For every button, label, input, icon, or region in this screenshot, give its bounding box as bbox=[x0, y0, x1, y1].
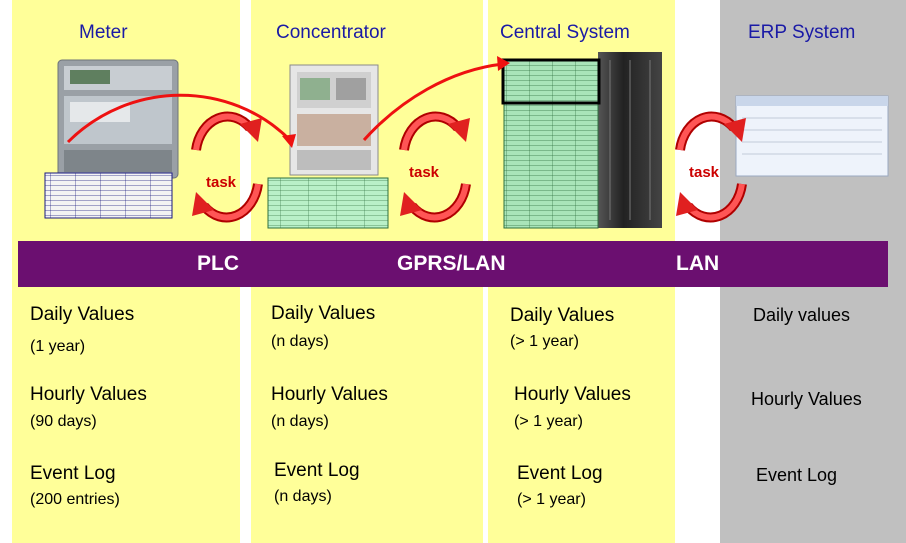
task-label-3: task bbox=[689, 164, 720, 181]
meter-hourly-retention: (90 days) bbox=[30, 413, 97, 430]
meter-daily-retention: (1 year) bbox=[30, 338, 86, 355]
network-bar bbox=[18, 241, 888, 287]
concentrator-data-table bbox=[267, 177, 389, 229]
task-cycle-icon-1 bbox=[191, 111, 263, 223]
central-server-image bbox=[598, 52, 662, 228]
network-label-lan: LAN bbox=[676, 252, 720, 275]
network-label-plc: PLC bbox=[197, 252, 239, 275]
meter-data-table bbox=[44, 172, 173, 219]
network-label-gprs-lan: GPRS/LAN bbox=[397, 252, 506, 275]
meter-hourly-title: Hourly Values bbox=[30, 384, 147, 405]
meter-heading: Meter bbox=[79, 22, 128, 43]
meter-daily-title: Daily Values bbox=[30, 304, 135, 325]
central-system-heading: Central System bbox=[500, 22, 630, 43]
central-data-table bbox=[503, 59, 599, 229]
arrow-head bbox=[282, 134, 296, 148]
central-daily-retention: (> 1 year) bbox=[510, 333, 579, 350]
task-cycle-icon-3 bbox=[675, 111, 747, 223]
concentrator-event-title: Event Log bbox=[274, 460, 360, 481]
meter-event-retention: (200 entries) bbox=[30, 491, 120, 508]
meter-event-title: Event Log bbox=[30, 463, 116, 484]
meter-device-image bbox=[57, 59, 179, 179]
erp-hourly-title: Hourly Values bbox=[751, 389, 862, 409]
concentrator-heading: Concentrator bbox=[276, 22, 386, 43]
meter-to-concentrator-arrow bbox=[66, 93, 292, 144]
concentrator-device-image bbox=[289, 64, 379, 176]
erp-daily-title: Daily values bbox=[753, 305, 851, 325]
central-table-highlight bbox=[501, 58, 601, 105]
central-hourly-title: Hourly Values bbox=[514, 384, 631, 405]
concentrator-to-central-arrow bbox=[362, 62, 504, 142]
central-event-retention: (> 1 year) bbox=[517, 491, 586, 508]
concentrator-daily-title: Daily Values bbox=[271, 303, 376, 324]
task-label-1: task bbox=[206, 174, 237, 191]
erp-screenshot-image bbox=[735, 95, 889, 177]
central-daily-title: Daily Values bbox=[510, 305, 615, 326]
erp-event-title: Event Log bbox=[756, 465, 838, 485]
task-label-2: task bbox=[409, 164, 440, 181]
task-cycle-icon-2 bbox=[399, 111, 471, 223]
concentrator-hourly-title: Hourly Values bbox=[271, 384, 388, 405]
central-hourly-retention: (> 1 year) bbox=[514, 413, 583, 430]
concentrator-daily-retention: (n days) bbox=[271, 333, 329, 350]
arrow-head bbox=[497, 56, 510, 71]
concentrator-hourly-retention: (n days) bbox=[271, 413, 329, 430]
concentrator-event-retention: (n days) bbox=[274, 488, 332, 505]
central-event-title: Event Log bbox=[517, 463, 603, 484]
erp-system-heading: ERP System bbox=[748, 22, 856, 43]
